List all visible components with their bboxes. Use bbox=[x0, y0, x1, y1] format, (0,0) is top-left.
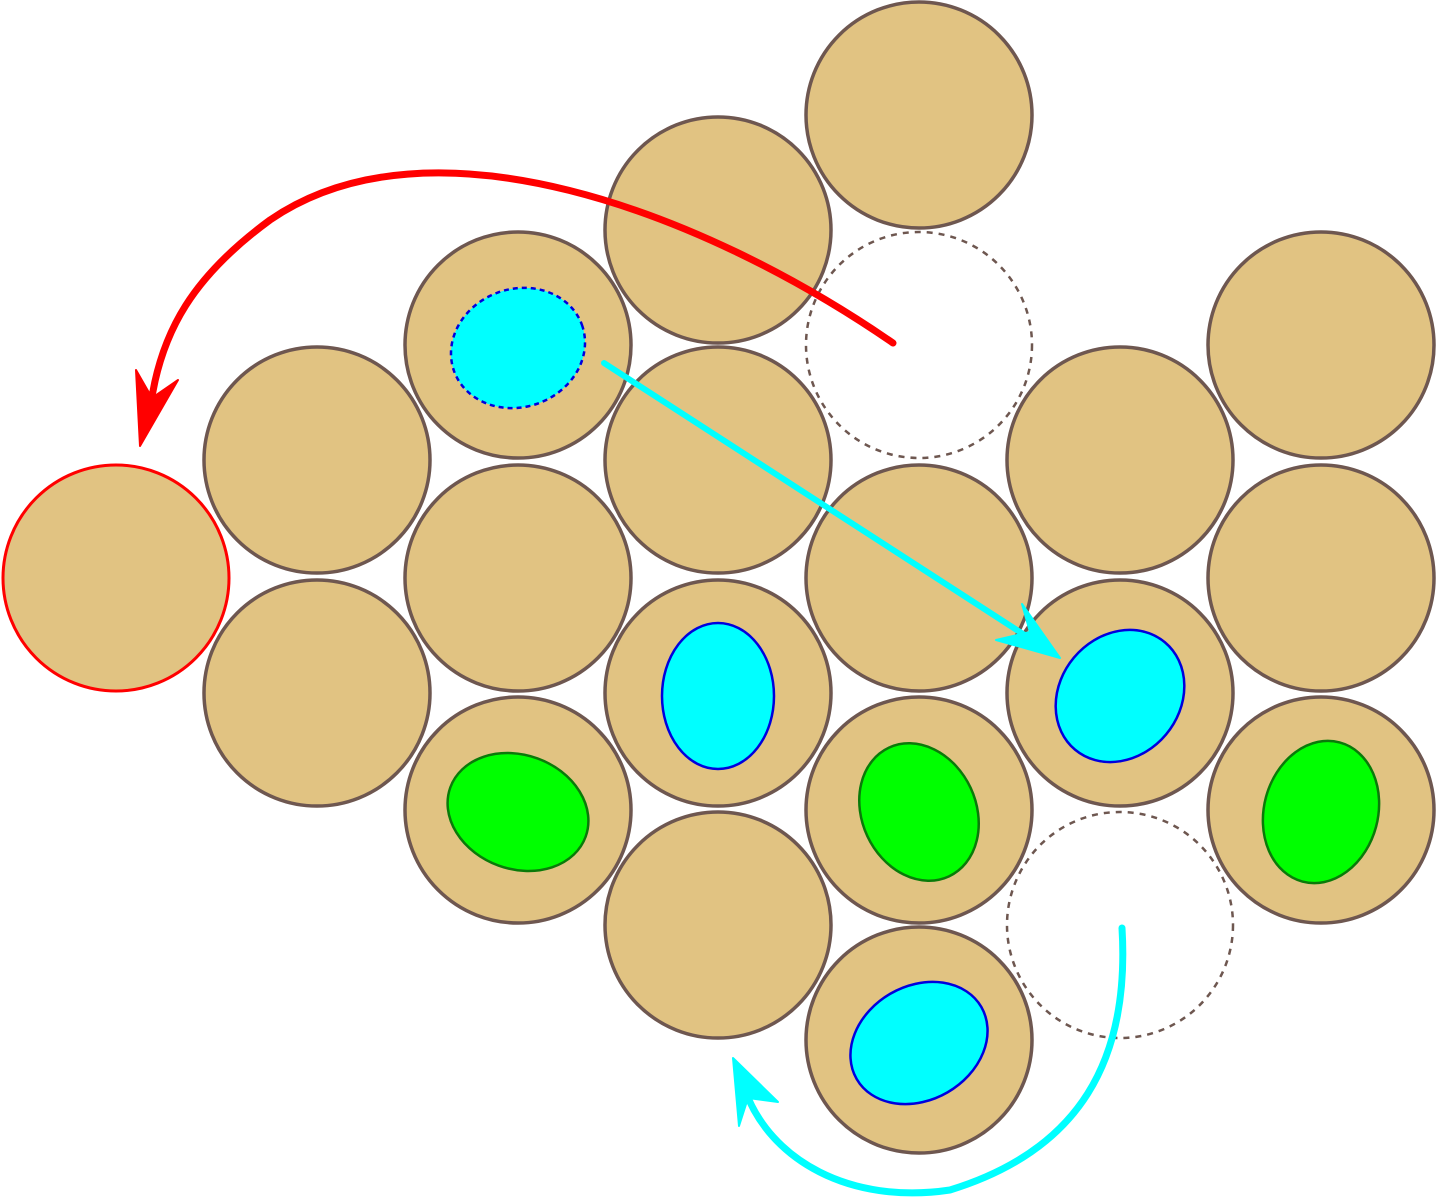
cell-circle bbox=[603, 810, 833, 1040]
cyan-curved-arrow bbox=[741, 924, 1127, 1197]
green-inclusion bbox=[858, 742, 980, 882]
cyan-inclusion bbox=[1054, 628, 1186, 764]
cell-circle bbox=[202, 345, 432, 575]
cyan-straight-arrow bbox=[601, 360, 1043, 648]
vacancy-circle bbox=[804, 230, 1034, 460]
cell-circle bbox=[202, 578, 432, 808]
arrow-layer bbox=[135, 169, 1127, 1197]
cyan-inclusion bbox=[660, 621, 776, 771]
cell-circle bbox=[804, 0, 1034, 230]
red-curved-arrow bbox=[146, 169, 897, 414]
cyan-inclusion bbox=[849, 980, 989, 1106]
green-inclusion bbox=[446, 751, 590, 873]
inclusion-layer bbox=[446, 286, 1381, 1106]
vacancy-circle bbox=[1005, 810, 1235, 1040]
cell-circle bbox=[603, 115, 833, 345]
red-arrowhead-icon bbox=[135, 369, 179, 447]
cyan-arrowhead-icon bbox=[995, 603, 1061, 659]
cell-circle bbox=[603, 345, 833, 575]
cell-circle bbox=[1206, 230, 1436, 460]
cyan-arrowhead-icon bbox=[732, 1057, 779, 1127]
cyan-inclusion-ghost bbox=[449, 286, 587, 410]
cell-circle bbox=[804, 463, 1034, 693]
green-inclusion bbox=[1261, 739, 1381, 885]
cell-layer bbox=[1, 0, 1436, 1155]
cell-circle bbox=[1206, 463, 1436, 693]
cell-circle bbox=[403, 463, 633, 693]
cell-circle bbox=[1005, 345, 1235, 575]
highlighted-cell bbox=[1, 463, 231, 693]
